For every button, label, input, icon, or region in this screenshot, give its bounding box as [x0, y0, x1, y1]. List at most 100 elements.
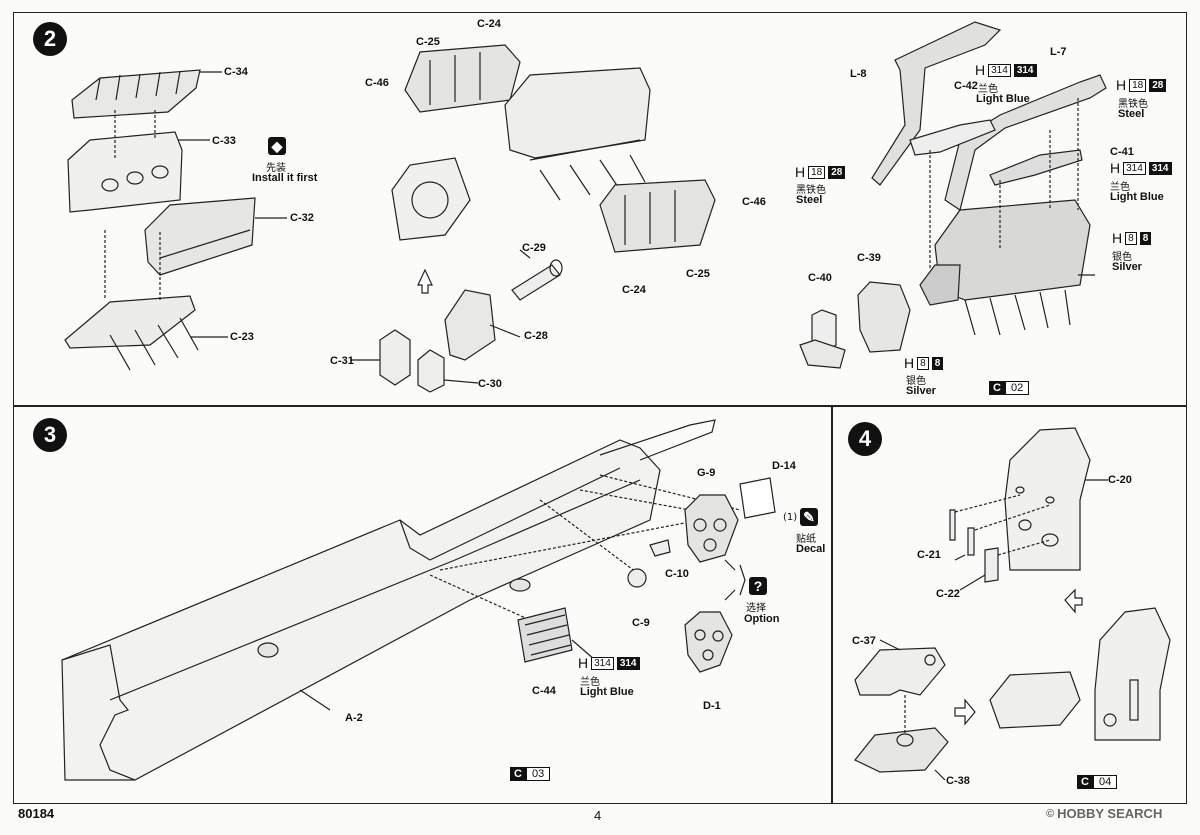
step-number-2: 2 — [33, 22, 67, 56]
label-c24-bottom: C-24 — [622, 284, 646, 296]
decal-en: Decal — [796, 543, 826, 555]
label-c46-right: C-46 — [742, 196, 766, 208]
paint-engine-cn: 银色 — [1112, 252, 1132, 263]
label-c46-top: C-46 — [365, 77, 389, 89]
paint-c41-cn: 兰色 — [1110, 182, 1130, 193]
option-cn: 选择 — [746, 603, 766, 614]
paint-c39-cn: 银色 — [906, 376, 926, 387]
page-number: 4 — [594, 808, 602, 823]
paint-l8-cn: 黑铁色 — [796, 185, 826, 196]
engine-block-drawing — [504, 67, 651, 201]
label-d14: D-14 — [772, 460, 796, 472]
part-c25-drawing — [404, 44, 521, 113]
step4-panel — [832, 406, 1187, 804]
label-l7: L-7 — [1050, 46, 1067, 58]
part-c33-drawing — [67, 131, 183, 213]
label-c20: C-20 — [1108, 474, 1132, 486]
part-g9-drawing — [684, 494, 739, 563]
decal-icon: ✎ — [800, 508, 818, 526]
label-c39: C-39 — [857, 252, 881, 264]
decal-cn: 贴纸 — [796, 534, 816, 545]
step2-panel — [13, 12, 1187, 406]
label-c22: C-22 — [936, 588, 960, 600]
paint-l7-cn: 黑铁色 — [1118, 99, 1148, 110]
label-c37: C-37 — [852, 635, 876, 647]
label-c44: C-44 — [532, 685, 556, 697]
engine-assembly-drawing — [919, 199, 1091, 336]
part-a2-drawing — [61, 419, 716, 781]
part-l8-drawing — [871, 21, 1002, 186]
label-c34: C-34 — [224, 66, 248, 78]
paint-l7-en: Steel — [1118, 108, 1145, 120]
install-first-cn: 先装 — [266, 163, 286, 174]
option-question-icon: ? — [749, 577, 767, 595]
paint-c42-en: Light Blue — [976, 93, 1030, 105]
label-c24-top: C-24 — [477, 18, 501, 30]
label-l8: L-8 — [850, 68, 867, 80]
step-number-3: 3 — [33, 418, 67, 452]
option-en: Option — [744, 613, 780, 625]
label-c33: C-33 — [212, 135, 236, 147]
install-first-en: Install it first — [252, 172, 318, 184]
part-c44-drawing — [517, 607, 573, 663]
install-first-icon: ◆ — [268, 137, 286, 155]
part-c20-drawing — [1004, 427, 1091, 571]
part-c37-drawing — [854, 647, 946, 696]
part-d1-drawing — [684, 611, 733, 673]
label-d1: D-1 — [703, 700, 721, 712]
paint-c41-en: Light Blue — [1110, 191, 1164, 203]
label-c40: C-40 — [808, 272, 832, 284]
decal-number: (1) — [783, 512, 798, 523]
label-c10: C-10 — [665, 568, 689, 580]
part-c29-drawing — [511, 259, 563, 301]
label-c9: C-9 — [632, 617, 650, 629]
c-assembly-drawing — [989, 607, 1171, 741]
part-c28-drawing — [391, 157, 471, 241]
part-c23-drawing — [64, 295, 199, 371]
step-number-4: 4 — [848, 422, 882, 456]
label-c31: C-31 — [330, 355, 354, 367]
label-c32: C-32 — [290, 212, 314, 224]
paint-l8-en: Steel — [796, 194, 823, 206]
label-g9: G-9 — [697, 467, 716, 479]
label-c41: C-41 — [1110, 146, 1134, 158]
paint-c42-cn: 兰色 — [978, 84, 998, 95]
label-c23: C-23 — [230, 331, 254, 343]
paint-c39-en: Silver — [906, 385, 936, 397]
label-c25-top: C-25 — [416, 36, 440, 48]
part-c46-drawing — [599, 179, 716, 253]
part-c28b-drawing — [444, 289, 496, 361]
copyright-symbol: © — [1046, 807, 1055, 820]
label-c28: C-28 — [524, 330, 548, 342]
part-c40-drawing — [799, 309, 846, 369]
part-c34-drawing — [71, 69, 201, 119]
kit-number: 80184 — [18, 806, 55, 821]
paint-c44-cn: 兰色 — [580, 677, 600, 688]
label-c38: C-38 — [946, 775, 970, 787]
step3-panel — [13, 406, 832, 804]
part-c38-drawing — [854, 727, 949, 773]
watermark-text: HOBBY SEARCH — [1057, 806, 1163, 821]
label-c29: C-29 — [522, 242, 546, 254]
part-c39-drawing — [857, 281, 911, 353]
label-c30: C-30 — [478, 378, 502, 390]
label-c21: C-21 — [917, 549, 941, 561]
label-c25-bottom: C-25 — [686, 268, 710, 280]
paint-c44-en: Light Blue — [580, 686, 634, 698]
label-a2: A-2 — [345, 712, 363, 724]
paint-engine-en: Silver — [1112, 261, 1142, 273]
label-c42: C-42 — [954, 80, 978, 92]
part-c32-drawing — [144, 197, 256, 276]
watermark: © HOBBY SEARCH — [1046, 806, 1162, 821]
